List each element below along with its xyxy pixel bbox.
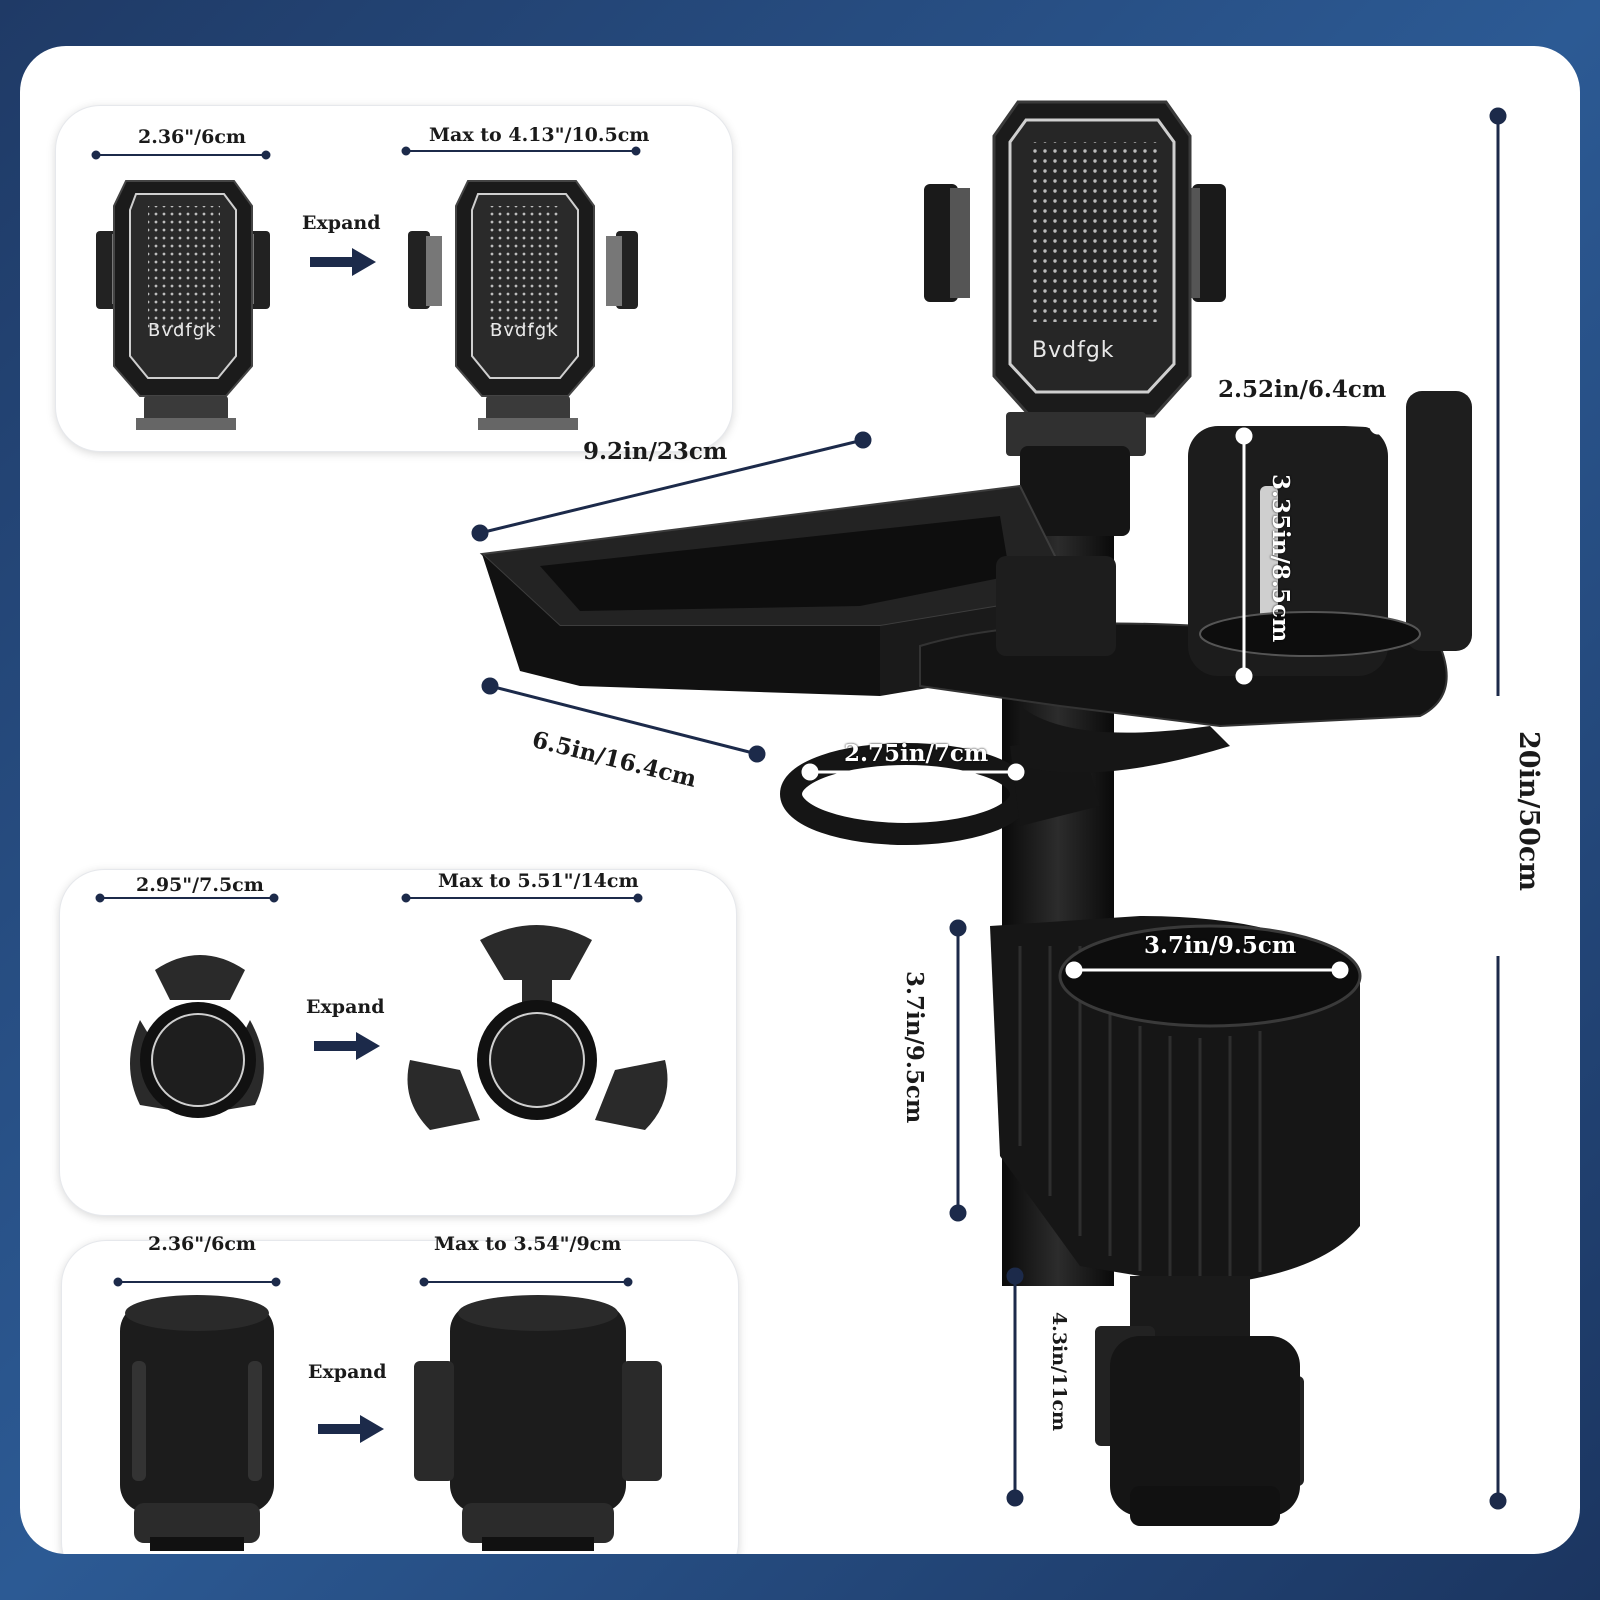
base-panel: 2.36"/6cm Max to 3.54"/9cm Expand	[62, 1233, 738, 1554]
phone-expand-label: Expand	[302, 212, 381, 234]
expand-arrow-icon	[310, 248, 376, 276]
side-cup-width-label: 2.52in/6.4cm	[1218, 376, 1387, 403]
total-height-dimension-line	[1489, 107, 1507, 1510]
phone-min-dimension-line	[91, 150, 271, 160]
base-min-size-label: 2.36"/6cm	[148, 1233, 257, 1255]
side-cup-height-label: 3.35in/8.5cm	[1267, 474, 1294, 643]
phone-max-size-label: Max to 4.13"/10.5cm	[429, 124, 650, 146]
product-card: 2.36"/6cm Max to 4.13"/10.5cm Expand Bvd…	[20, 46, 1580, 1554]
cup-adapter-expanded-image	[407, 925, 668, 1130]
phone-min-size-label: 2.36"/6cm	[138, 126, 247, 148]
base-max-dimension-line	[419, 1277, 633, 1287]
base-closed-image	[120, 1295, 274, 1551]
main-product-graphics	[471, 100, 1507, 1526]
main-phone-holder-image	[924, 100, 1226, 536]
phone-holder-graphics	[91, 146, 641, 430]
collar	[996, 556, 1116, 656]
phone-holder-panel: 2.36"/6cm Max to 4.13"/10.5cm Expand Bvd…	[56, 106, 732, 451]
main-cup-width-label: 3.7in/9.5cm	[1144, 932, 1297, 959]
cup-max-size-label: Max to 5.51"/14cm	[438, 870, 639, 892]
small-ring-dimension-line	[801, 763, 1025, 781]
tray-width-label: 9.2in/23cm	[583, 438, 728, 465]
phone-holder-closed-image	[96, 180, 270, 430]
base-max-size-label: Max to 3.54"/9cm	[434, 1233, 622, 1255]
cup-adapter-closed-image	[130, 955, 264, 1118]
brand-logo-small-2: Bvdfgk	[490, 320, 559, 341]
brand-logo-small-1: Bvdfgk	[148, 320, 217, 341]
small-ring-label: 2.75in/7cm	[844, 740, 989, 767]
base-height-label: 4.3in/11cm	[1048, 1312, 1070, 1432]
phone-holder-expanded-image	[408, 180, 638, 430]
side-cup-height-dimension-line	[1235, 427, 1253, 685]
base-min-dimension-line	[113, 1277, 281, 1287]
main-cup-width-dimension-line	[1065, 961, 1349, 979]
main-base-image	[1095, 1276, 1304, 1526]
cup-adapter-graphics	[95, 893, 668, 1130]
base-expanded-image	[414, 1295, 662, 1551]
cup-expand-label: Expand	[306, 996, 385, 1018]
base-graphics	[113, 1277, 662, 1551]
phone-max-dimension-line	[401, 146, 641, 156]
brand-logo-main: Bvdfgk	[1032, 338, 1115, 363]
expand-arrow-icon	[318, 1415, 384, 1443]
main-cup-height-label: 3.7in/9.5cm	[901, 971, 928, 1124]
side-cup-width-dimension-line	[1199, 416, 1387, 435]
base-height-dimension-line	[1006, 1267, 1024, 1507]
tray-depth-dimension-line	[481, 677, 766, 763]
cup-max-dimension-line	[401, 893, 643, 903]
cup-min-dimension-line	[95, 893, 279, 903]
tray-width-dimension-line	[471, 431, 872, 542]
main-cup-height-dimension-line	[949, 919, 967, 1222]
total-height-label: 20in/50cm	[1513, 731, 1544, 891]
cup-adapter-panel: 2.95"/7.5cm Max to 5.51"/14cm Expand	[60, 870, 736, 1215]
base-expand-label: Expand	[308, 1361, 387, 1383]
expand-arrow-icon	[314, 1032, 380, 1060]
cup-min-size-label: 2.95"/7.5cm	[136, 874, 264, 896]
main-cup-holder-image	[990, 916, 1362, 1286]
